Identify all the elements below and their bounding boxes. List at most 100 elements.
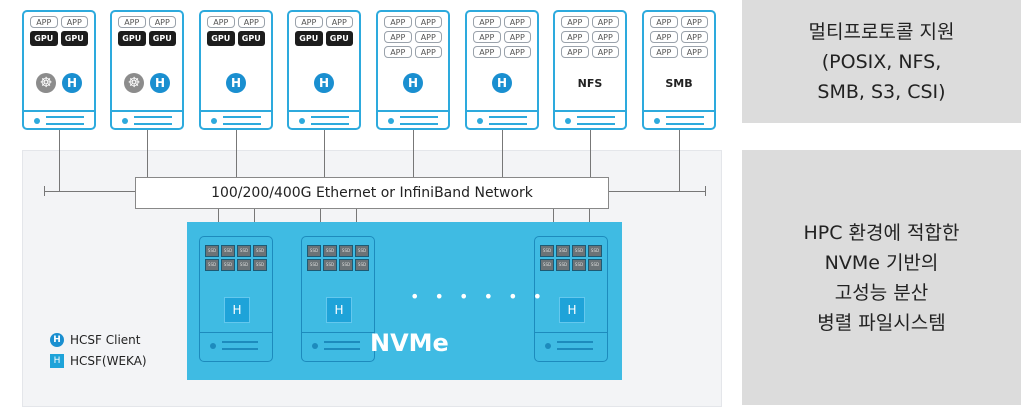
- app-tag: APP: [561, 31, 589, 43]
- hcsf-weka-icon: H: [559, 297, 585, 323]
- hcsf-client-icon: H: [226, 73, 246, 93]
- vent-lines-icon: [489, 116, 527, 125]
- server-connector-8: [679, 130, 680, 192]
- server-icons: H: [201, 73, 271, 93]
- storage-divider: [302, 332, 374, 333]
- ssd-drive: SSD: [588, 245, 602, 257]
- server-footer: [211, 116, 261, 125]
- legend-client: H HCSF Client: [50, 333, 140, 347]
- ssd-drive: SSD: [307, 259, 321, 271]
- ssd-drive: SSD: [237, 245, 251, 257]
- storage-divider: [535, 332, 607, 333]
- server-footer: [565, 116, 615, 125]
- server-divider: [467, 110, 537, 112]
- server-footer: [122, 116, 172, 125]
- gpu-tag: GPU: [207, 31, 235, 46]
- hcsf-client-icon: H: [150, 73, 170, 93]
- gpu-tag: GPU: [148, 31, 176, 46]
- app-tag: APP: [503, 31, 531, 43]
- server-divider: [24, 110, 94, 112]
- ssd-drive: SSD: [339, 245, 353, 257]
- ssd-drive: SSD: [323, 259, 337, 271]
- ssd-drive: SSD: [339, 259, 353, 271]
- legend-weka-label: HCSF(WEKA): [70, 354, 147, 368]
- legend-weka: H HCSF(WEKA): [50, 354, 147, 368]
- gpu-tag: GPU: [237, 31, 265, 46]
- ssd-drive: SSD: [307, 245, 321, 257]
- app-tag: APP: [650, 46, 678, 58]
- app-tag: APP: [60, 16, 88, 28]
- hcsf-client-icon: H: [62, 73, 82, 93]
- ssd-drive: SSD: [253, 245, 267, 257]
- power-led-icon: [299, 117, 305, 124]
- app-tag: APP: [680, 46, 708, 58]
- hcsf-weka-icon: H: [326, 297, 352, 323]
- server-connector-3: [236, 130, 237, 178]
- protocol-label: NFS: [577, 77, 603, 90]
- app-tag: APP: [325, 16, 353, 28]
- ssd-drive: SSD: [556, 259, 570, 271]
- storage-footer: [545, 341, 593, 350]
- app-tag: APP: [414, 46, 442, 58]
- ssd-drive: SSD: [237, 259, 251, 271]
- app-tag: APP: [503, 16, 531, 28]
- power-led-icon: [211, 117, 217, 124]
- ssd-drive: SSD: [205, 245, 219, 257]
- app-tag: APP: [237, 16, 265, 28]
- panel-bottom-line-1: HPC 환경에 적합한: [803, 221, 960, 244]
- app-tag: APP: [295, 16, 323, 28]
- power-led-icon: [210, 342, 216, 349]
- vent-lines-icon: [577, 116, 615, 125]
- hcsf-client-icon: H: [314, 73, 334, 93]
- app-tag: APP: [591, 31, 619, 43]
- app-tag: APP: [384, 16, 412, 28]
- ssd-drive: SSD: [355, 259, 369, 271]
- ssd-drive: SSD: [253, 259, 267, 271]
- ssd-drive: SSD: [221, 245, 235, 257]
- app-tag: APP: [118, 16, 146, 28]
- gpu-tag: GPU: [295, 31, 323, 46]
- app-tag: APP: [384, 46, 412, 58]
- server-icons: ☸H: [112, 73, 182, 93]
- vent-lines-icon: [311, 116, 349, 125]
- nvme-label: NVMe: [370, 329, 449, 357]
- server-icons: H: [289, 73, 359, 93]
- server-connector-2: [147, 130, 148, 178]
- ssd-drive: SSD: [323, 245, 337, 257]
- protocol-label: SMB: [665, 77, 693, 90]
- network-line-start: [44, 186, 45, 196]
- app-tag: APP: [414, 16, 442, 28]
- ssd-drive: SSD: [588, 259, 602, 271]
- vent-lines-icon: [223, 116, 261, 125]
- vent-lines-icon: [134, 116, 172, 125]
- ssd-drive: SSD: [205, 259, 219, 271]
- network-bar: 100/200/400G Ethernet or InfiniBand Netw…: [135, 177, 609, 209]
- app-tag: APP: [473, 46, 501, 58]
- app-tag: APP: [650, 16, 678, 28]
- app-tag: APP: [680, 31, 708, 43]
- server-divider: [644, 110, 714, 112]
- server-footer: [388, 116, 438, 125]
- power-led-icon: [565, 117, 571, 124]
- vent-lines-icon: [400, 116, 438, 125]
- app-tag: APP: [30, 16, 58, 28]
